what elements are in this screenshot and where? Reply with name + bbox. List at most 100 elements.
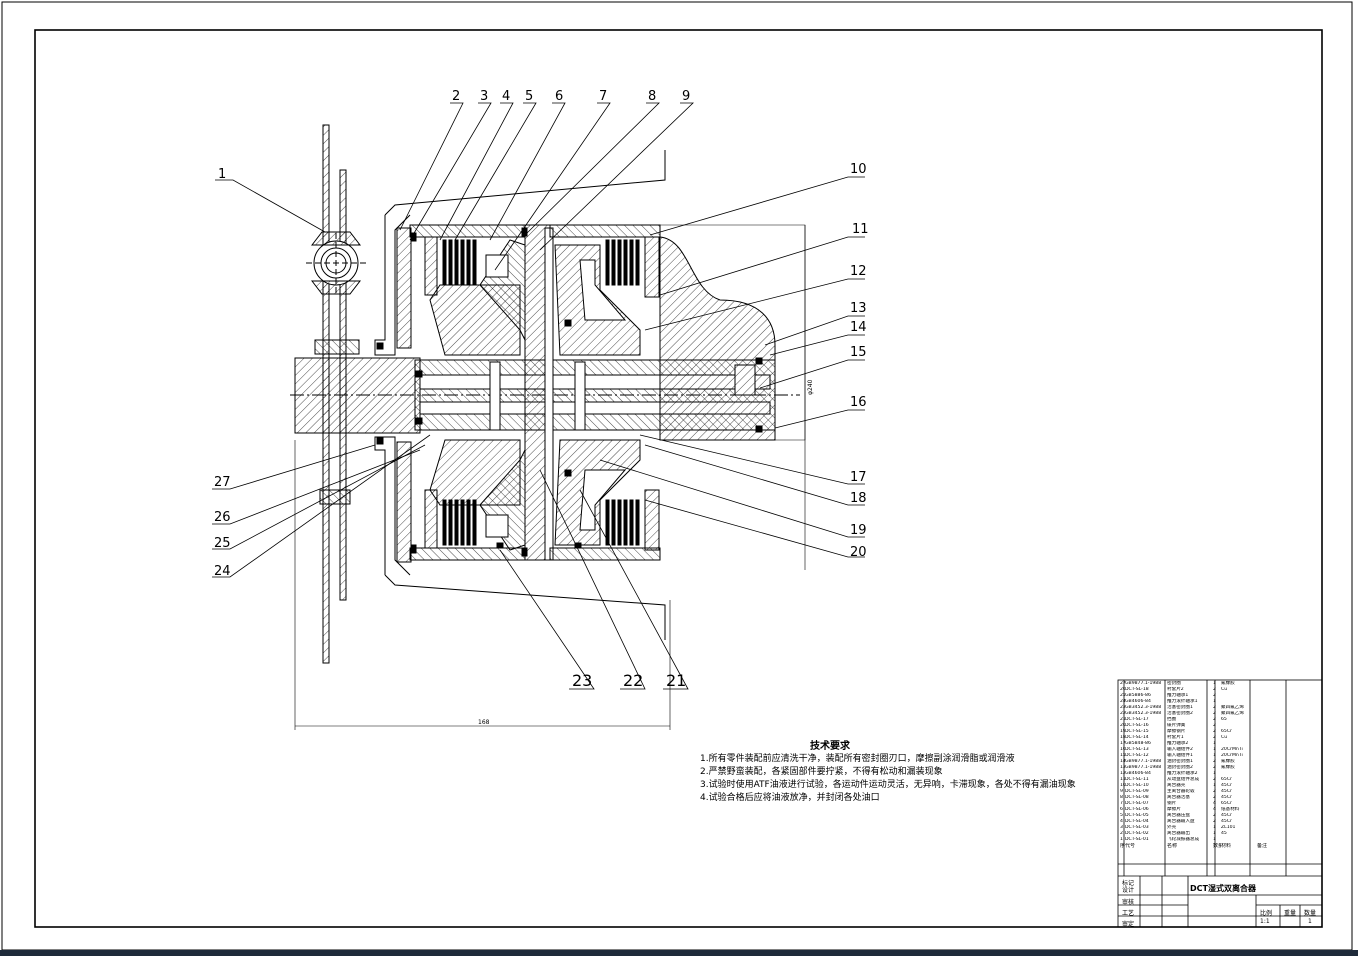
bom-cell: 活塞密封圈2 [1167,711,1193,717]
bom-cell: 11 [1120,777,1125,783]
title-block-frame [1117,679,1323,928]
bom-cell: DCT-SL-08 [1125,795,1149,801]
bom-cell: 钢片 [1167,801,1177,807]
side-dimension-label: φ240 [807,379,814,395]
bom-cell: DCT-SL-04 [1125,819,1149,825]
bom-cell: 推力滚针轴承2 [1167,771,1198,777]
bom-cell: 2 [1213,795,1216,801]
bom-cell: 16 [1120,747,1125,753]
part-label-4: 4 [502,89,510,104]
taskbar [0,950,1358,956]
bom-cell: 离合器压盘 [1167,813,1190,819]
bom-cell: 2 [1213,693,1216,699]
bom-cell: 2 [1213,759,1216,765]
part-label-19: 19 [850,523,867,538]
bom-header-cell: 数量 [1213,843,1221,850]
part-label-20: 20 [850,545,867,560]
part-label-15: 15 [850,345,867,360]
bom-cell: 26 [1120,687,1125,693]
part-label-2: 2 [452,89,460,104]
part-label-9: 9 [682,89,690,104]
bom-cell: DCT-SL-10 [1125,783,1149,789]
bom-cell: DCT-SL-06 [1125,807,1149,813]
bom-cell: 摩擦片 [1167,807,1181,813]
bom-cell: 4 [1120,819,1123,825]
bom-cell: 挡圈 [1167,717,1177,723]
tech-item: 2.严禁野蛮装配，各紧固部件要拧紧，不得有松动和漏装现象 [700,767,943,777]
part-label-13: 13 [850,301,867,316]
bom-cell: 22 [1120,711,1125,717]
bom-cell: 从动盘组件总成 [1167,777,1200,783]
part-label-21: 21 [666,671,686,690]
bom-cell: DCT-SL-11 [1125,777,1149,783]
part-label-14: 14 [850,320,867,335]
tb-weight-label: 重量 [1284,910,1297,917]
bom-cell: 推力轴承1 [1167,693,1189,699]
bom-cell: 离合器输出 [1167,831,1190,837]
bom-cell: Cu [1221,687,1228,693]
bom-cell: 1 [1213,681,1216,686]
bom-cell: 聚四氟乙烯 [1221,705,1244,711]
bom-cell: 油封密封圈1 [1167,759,1193,765]
part-label-16: 16 [850,395,867,410]
dimension-label: 168 [478,719,490,726]
bom-cell: 19 [1120,729,1125,735]
tb-label-design: 设计 [1122,887,1135,894]
bom-cell: GB4606-84 [1125,771,1151,777]
bom-header: 序号代号名称数量材料备注 [1120,843,1322,849]
bom-cell: 衬套片1 [1167,735,1184,741]
bom-cell: 飞轮减振器总成 [1167,837,1200,843]
part-label-26: 26 [214,510,231,525]
bom-cell: 1 [1213,771,1216,777]
bom-cell: DCT-SL-02 [1125,831,1149,837]
bom-cell: GB5848-86 [1125,741,1151,747]
bom-cell: 65 [1221,717,1227,723]
bom-cell: 2 [1213,723,1216,729]
bom-cell: DCT-SL-03 [1125,825,1149,831]
part-label-17: 17 [850,470,867,485]
part-label-3: 3 [480,89,488,104]
bom-cell: 45Cr [1221,819,1232,825]
tb-scale-label: 比例 [1260,910,1273,917]
part-label-11: 11 [852,222,869,237]
bom-cell: 衬套片2 [1167,687,1184,693]
bom-cell: 14 [1120,759,1125,765]
tb-label-mark: 标记 [1122,880,1135,887]
bom-cell: DCT-SL-16 [1125,723,1149,729]
bom-cell: 2 [1213,717,1216,723]
bom-cell: 1 [1213,825,1216,831]
bom-cell: 18 [1120,735,1125,741]
bom-cell: 20CrMnTi [1221,753,1243,759]
bom-cell: 1 [1120,837,1123,843]
bom-cell: 12 [1120,771,1125,777]
bom-cell: GB9877.1-1988 [1125,759,1162,765]
drawing-title: DCT湿式双离合器 [1190,884,1256,893]
bom-cell: 2 [1213,687,1216,693]
bom-cell: 17 [1120,741,1125,747]
bom-cell: GB5886-86 [1125,693,1151,699]
tech-title: 技术要求 [810,741,850,752]
bom-cell: 45Cr [1221,783,1232,789]
bom-cell: 氟橡胶 [1221,681,1235,686]
bom-cell: DCT-SL-13 [1125,747,1149,753]
technical-requirements: 技术要求 1.所有零件装配前应清洗干净，装配所有密封圈刃口，摩擦副涂润滑脂或润滑… [700,740,1100,805]
bom-cell: 24 [1120,699,1125,705]
bom-cell: 4 [1213,807,1216,813]
bom-cell: Cu [1221,735,1228,741]
bom-cell: 氟橡胶 [1221,759,1235,765]
bom-cell: 45Cr [1221,789,1232,795]
bom-cell: GB3452.3-1988 [1125,705,1162,711]
bom-cell: 10 [1120,783,1125,789]
bom-cell: 离合器输入盘 [1167,819,1195,825]
